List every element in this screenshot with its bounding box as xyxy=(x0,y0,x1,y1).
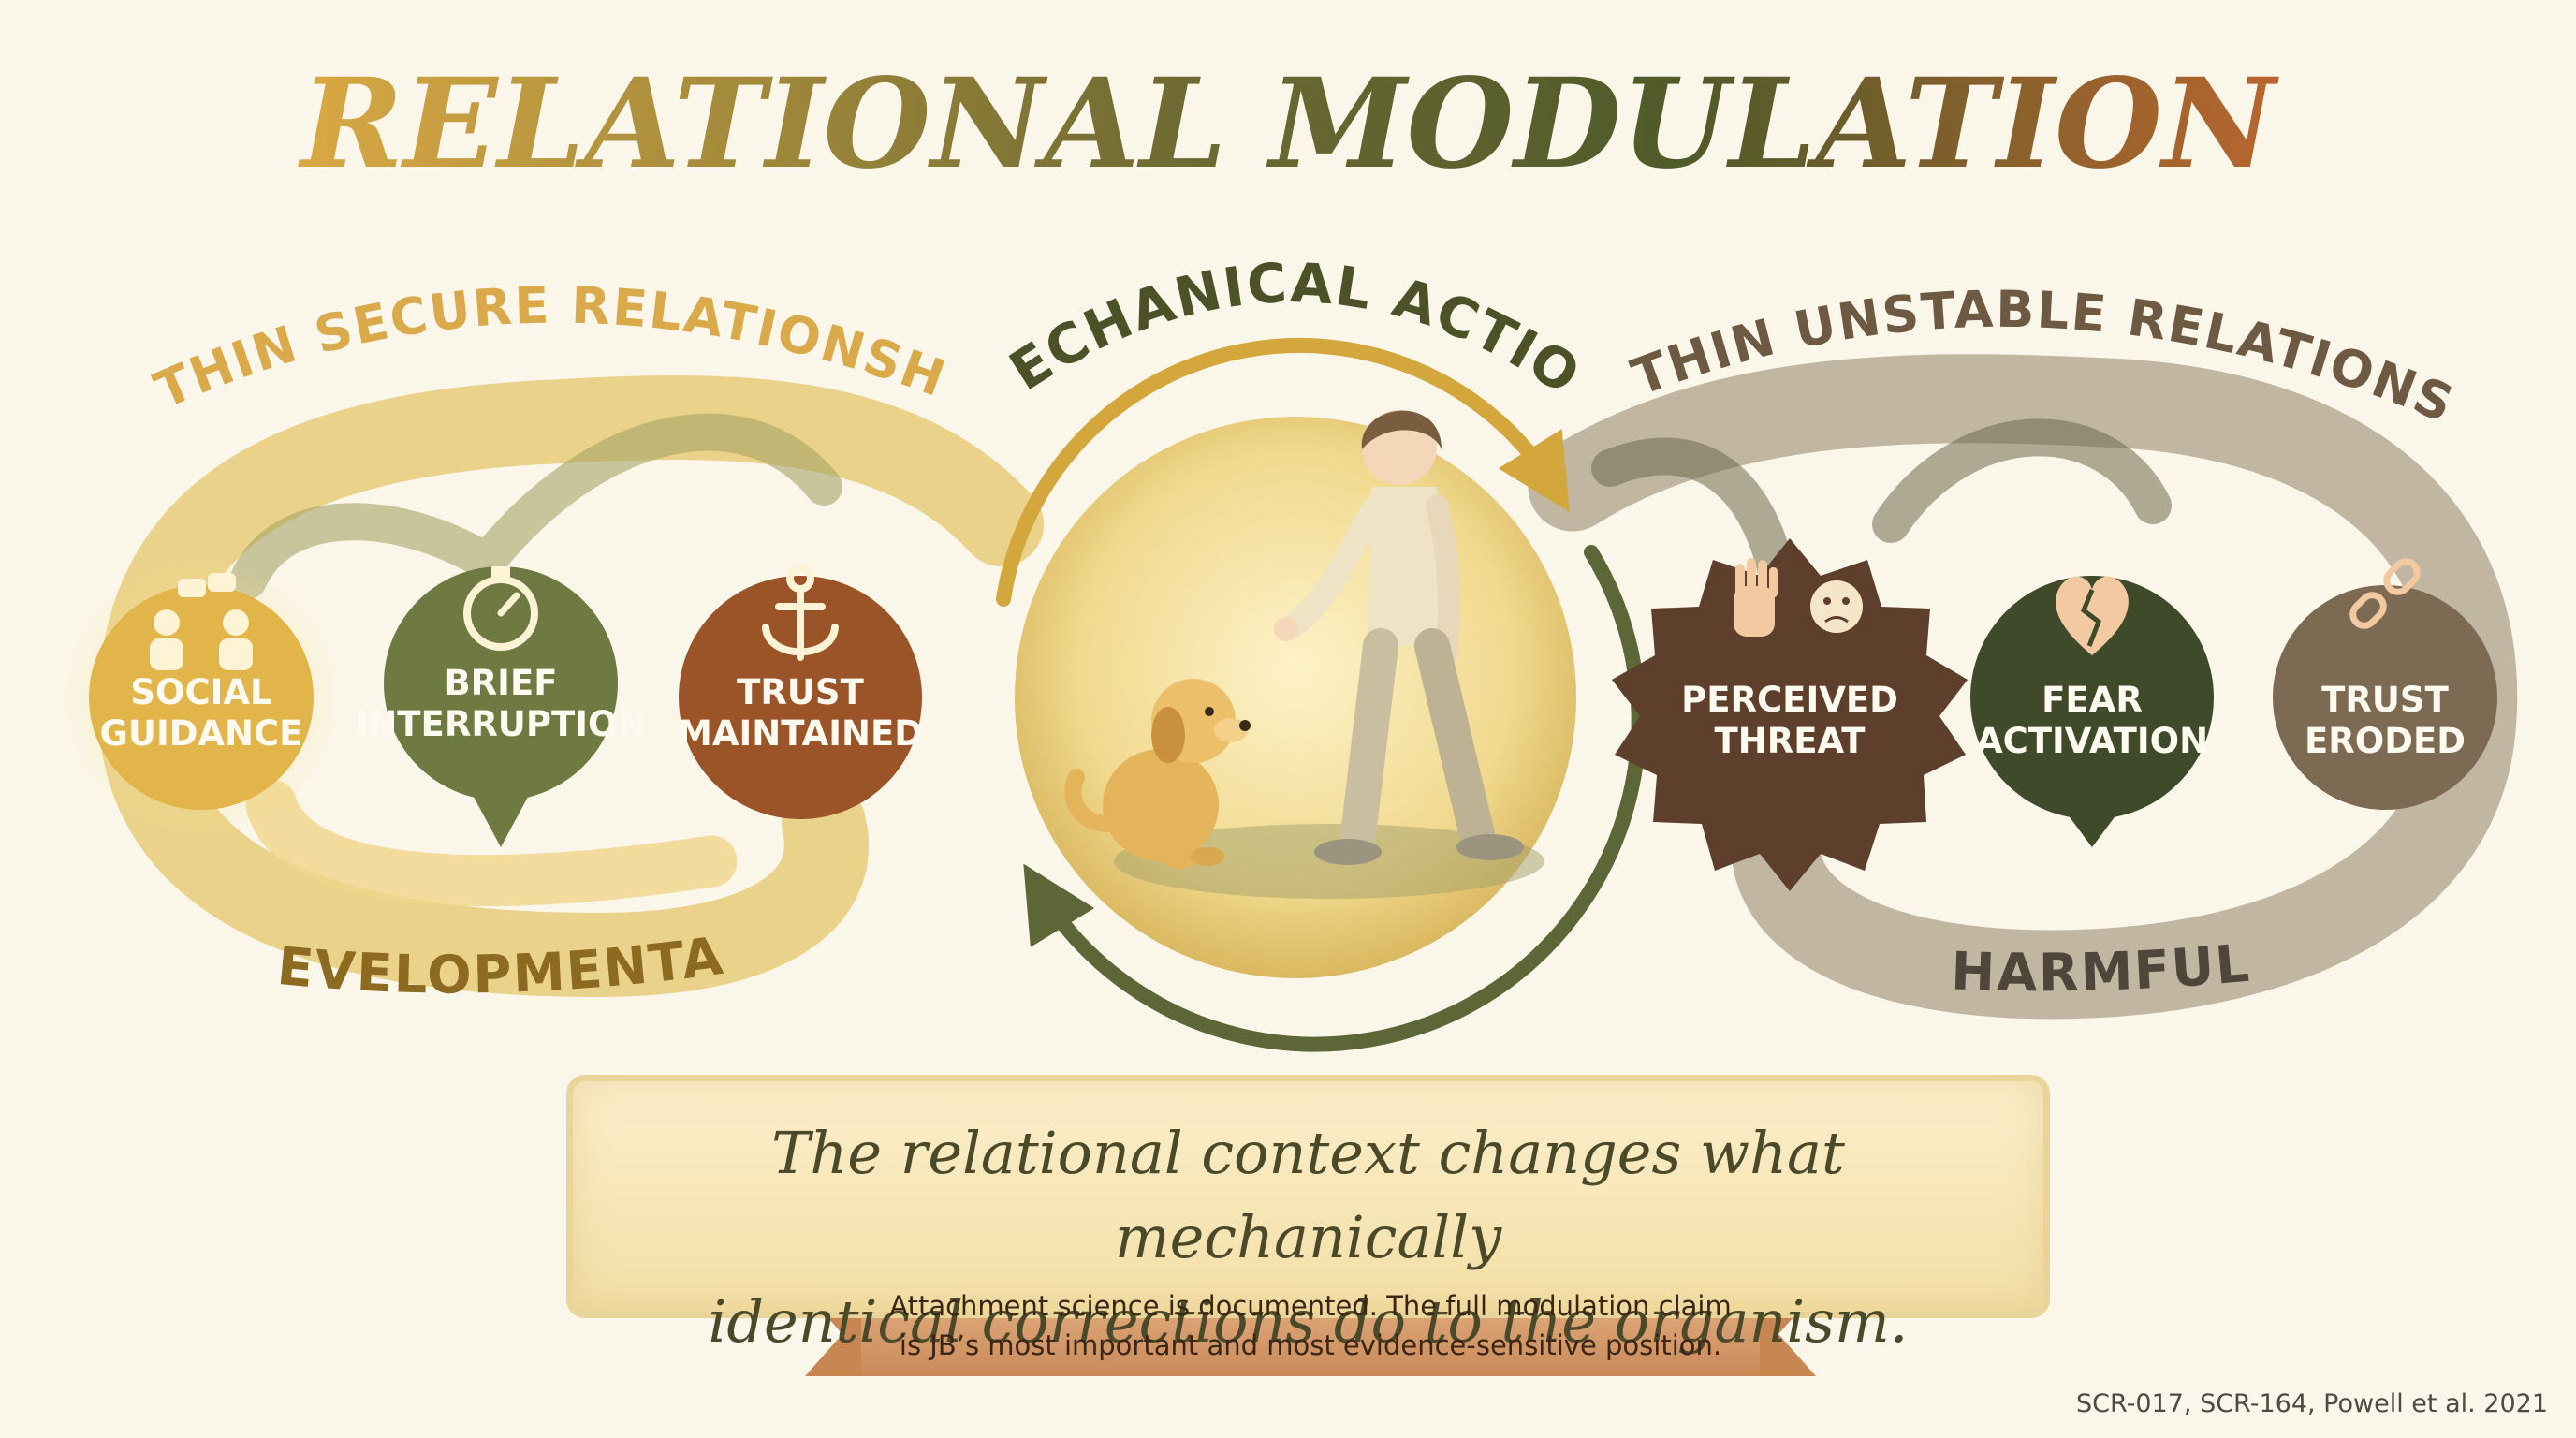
message-line-1: The relational context changes what mech… xyxy=(771,1119,1845,1271)
worried-face-icon xyxy=(1810,580,1863,633)
puppy-paw-right xyxy=(1191,847,1224,866)
node-burst xyxy=(1612,538,1968,891)
node-line1: SOCIAL xyxy=(130,672,271,712)
node-line2: MAINTAINED xyxy=(678,713,923,754)
stopwatch-icon xyxy=(463,566,538,651)
anchor-icon xyxy=(762,565,839,661)
caveat-line-1: Attachment science is documented. The fu… xyxy=(889,1290,1732,1322)
puppy-paw-left xyxy=(1163,850,1196,869)
node-line2: INTERRUPTION xyxy=(356,704,647,744)
node-tail xyxy=(468,786,534,847)
person-leg-front xyxy=(1339,628,1398,860)
message-box: The relational context changes what mech… xyxy=(566,1075,2050,1356)
person-shoe-front xyxy=(1314,839,1382,865)
puppy-eye xyxy=(1205,707,1214,716)
harmful-label-path: HARMFUL xyxy=(1950,933,2251,1005)
broken-chain-icon xyxy=(2349,558,2421,629)
secure-loop-inner xyxy=(229,413,842,599)
people-talking-icon xyxy=(150,573,253,670)
node-trust-eroded: TRUST ERODED xyxy=(2273,558,2497,810)
node-line1: TRUST xyxy=(2321,680,2449,720)
node-circle xyxy=(89,585,314,810)
node-social-guidance: SOCIAL GUIDANCE xyxy=(61,557,342,838)
message-text: The relational context changes what mech… xyxy=(573,1111,2043,1364)
page-title: RELATIONAL MODULATION xyxy=(297,51,2279,197)
node-tail xyxy=(2059,803,2125,847)
node-circle xyxy=(1970,576,2214,819)
puppy-nose xyxy=(1239,720,1251,731)
source-citation: SCR-017, SCR-164, Powell et al. 2021 xyxy=(2075,1389,2548,1418)
person-hair xyxy=(1361,410,1442,449)
cycle-arrow-top xyxy=(996,337,1570,607)
node-circle xyxy=(384,566,618,800)
person-hand xyxy=(1274,617,1298,641)
person-figure xyxy=(1274,410,1524,865)
node-trust-maintained: TRUST MAINTAINED xyxy=(678,565,923,819)
node-line1: TRUST xyxy=(737,672,864,712)
puppy-figure xyxy=(1064,679,1251,869)
node-brief-interruption: BRIEF INTERRUPTION xyxy=(356,566,647,847)
puppy-ear xyxy=(1151,707,1185,763)
secure-loop-bottom xyxy=(245,779,738,907)
node-line2: ACTIVATION xyxy=(1976,721,2208,761)
heart-crack xyxy=(2080,589,2102,647)
node-circle xyxy=(679,576,922,819)
puppy-body xyxy=(1103,749,1219,861)
caveat-line-2: is JB’s most important and most evidence… xyxy=(899,1329,1722,1361)
node-line1: BRIEF xyxy=(444,663,557,703)
person-arm-reaching xyxy=(1280,493,1388,639)
person-leg-back xyxy=(1414,628,1497,860)
puppy-snout xyxy=(1214,718,1248,742)
node-line1: FEAR xyxy=(2042,680,2143,720)
node-fear-activation: FEAR ACTIVATION xyxy=(1970,576,2214,847)
person-shoe-back xyxy=(1456,834,1524,860)
node-line2: THREAT xyxy=(1715,721,1866,761)
unstable-loop-inner xyxy=(1591,418,2172,599)
stop-hand-icon xyxy=(1734,558,1778,637)
node-line1: PERCEIVED xyxy=(1681,680,1898,720)
puppy-tail xyxy=(1064,769,1118,832)
harmful-label: HARMFUL xyxy=(1950,933,2253,1005)
node-circle xyxy=(2273,585,2497,810)
node-perceived-threat: PERCEIVED THREAT xyxy=(1612,538,1968,891)
message-line-2: identical corrections do to the organism… xyxy=(708,1287,1909,1356)
caveat-text: Attachment science is documented. The fu… xyxy=(871,1286,1750,1376)
person-torso xyxy=(1367,487,1451,646)
node-line2: ERODED xyxy=(2305,721,2466,761)
node-line2: GUIDANCE xyxy=(100,713,303,754)
